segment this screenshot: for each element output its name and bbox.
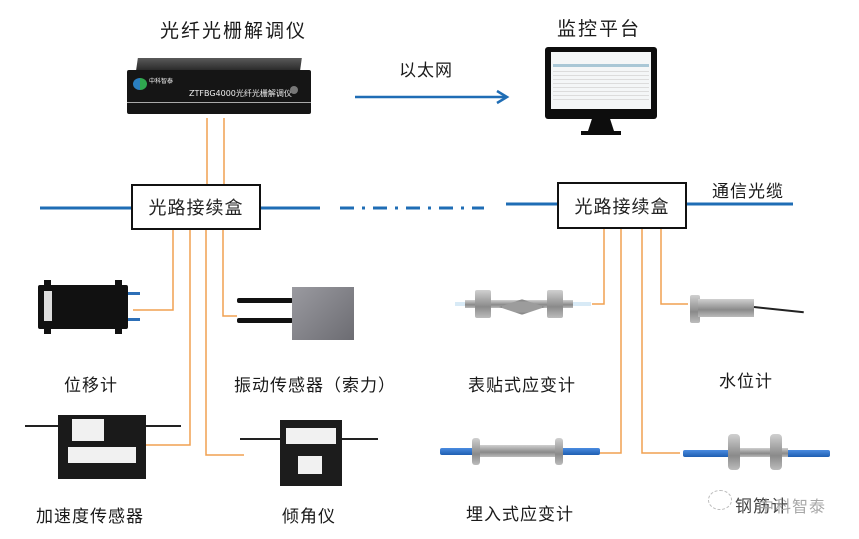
monitor-bezel	[545, 47, 657, 119]
gauge-mount	[475, 290, 491, 318]
brand-logo-icon	[133, 78, 147, 90]
monitor-neck	[588, 119, 614, 131]
sensor-window	[298, 456, 322, 474]
watermark: 中科智泰	[758, 497, 827, 516]
accelerometer-image	[58, 415, 146, 479]
fiber-water-level	[660, 229, 688, 305]
inclinometer-image	[280, 420, 342, 486]
displacement-sensor-image	[38, 280, 140, 334]
screen-row	[553, 87, 649, 88]
sensor-cable	[237, 298, 293, 303]
fiber-embedded-strain	[600, 229, 622, 454]
sensor-label-water-level: 水位计	[719, 372, 773, 392]
monitor-foot	[581, 131, 621, 135]
fiber-connector	[128, 292, 140, 295]
gauge-flange	[472, 438, 480, 465]
mount-tab	[115, 328, 122, 334]
device-brand: 中科智泰	[149, 78, 174, 85]
sensor-cable	[785, 450, 830, 457]
meter-body	[698, 299, 754, 317]
sensor-cable	[146, 425, 181, 427]
meter-flange	[690, 295, 700, 323]
sensor-cable	[683, 450, 733, 457]
device-top	[136, 58, 302, 70]
water-level-meter-image	[690, 289, 804, 333]
ethernet-label: 以太网	[399, 61, 453, 81]
meter-clamp	[770, 434, 782, 470]
fiber-surface-strain	[592, 229, 605, 305]
sensor-label-accelerometer: 加速度传感器	[36, 507, 144, 527]
fiber-inclinometer	[205, 229, 244, 456]
sensor-cable	[237, 318, 293, 323]
power-knob-icon	[290, 86, 298, 94]
screen-row	[553, 91, 649, 92]
demodulator-title: 光纤光栅解调仪	[160, 20, 308, 42]
device-swoosh	[127, 102, 311, 106]
device-model: ZTFBG4000光纤光栅解调仪	[189, 89, 292, 98]
screen-row	[553, 71, 649, 72]
monitor-title: 监控平台	[557, 18, 642, 40]
monitor-icon	[545, 47, 657, 142]
screen-row	[553, 99, 649, 100]
mount-tab	[44, 328, 51, 334]
surface-strain-gauge-image	[455, 290, 591, 326]
demodulator-device: 中科智泰 ZTFBG4000光纤光栅解调仪	[127, 58, 311, 116]
sensor-label-surface-strain: 表贴式应变计	[468, 376, 576, 396]
sensor-label-vibration: 振动传感器（索力）	[234, 376, 396, 396]
fiber-displacement	[133, 229, 174, 311]
screen-row	[553, 83, 649, 84]
sensor-nameplate	[286, 428, 336, 444]
sensor-sticker	[44, 291, 52, 321]
sensor-cable	[25, 425, 60, 427]
screen-table-header	[553, 64, 649, 67]
monitor-screen	[551, 52, 651, 109]
fiber-connector	[128, 318, 140, 321]
gauge-mount	[547, 290, 563, 318]
ethernet-arrowhead	[496, 89, 510, 105]
vibration-sensor-image	[292, 287, 354, 340]
sensor-label-embedded-strain: 埋入式应变计	[466, 505, 574, 525]
screen-row	[553, 79, 649, 80]
sensor-cable	[342, 438, 378, 440]
sensor-label-displacement: 位移计	[64, 376, 118, 396]
screen-row	[553, 95, 649, 96]
sensor-cable	[558, 448, 600, 455]
sensor-cable	[240, 438, 281, 440]
fiber-accelerometer	[142, 229, 191, 446]
embedded-strain-gauge-image	[478, 445, 560, 457]
fiber-rebar-meter	[641, 229, 680, 454]
wechat-icon	[708, 490, 732, 510]
mount-tab	[44, 280, 51, 286]
sensor-label-inclinometer: 倾角仪	[282, 507, 336, 527]
sensor-label-rebar-meter: 钢筋计	[735, 497, 789, 517]
gauge-flange	[555, 438, 563, 465]
fiber-vibration	[222, 229, 237, 317]
sensor-cable	[440, 448, 480, 455]
device-front: 中科智泰 ZTFBG4000光纤光栅解调仪	[127, 70, 311, 114]
mount-tab	[115, 280, 122, 286]
splice-box-right: 光路接续盒	[557, 182, 687, 229]
rebar-meter-image	[732, 448, 788, 457]
meter-clamp	[728, 434, 740, 470]
splice-box-left: 光路接续盒	[131, 184, 261, 230]
screen-row	[553, 75, 649, 76]
sensor-window	[72, 419, 104, 441]
sensor-nameplate	[68, 447, 136, 463]
cable-label: 通信光缆	[712, 182, 784, 202]
